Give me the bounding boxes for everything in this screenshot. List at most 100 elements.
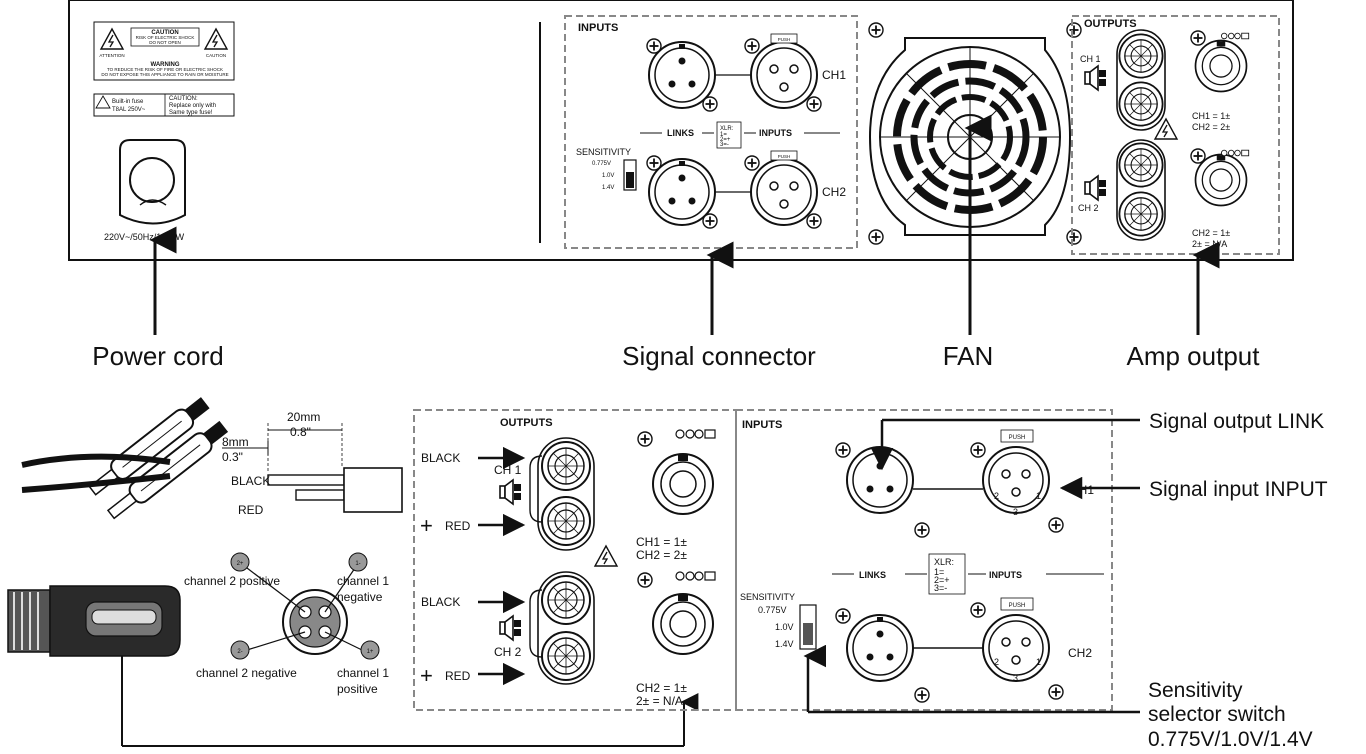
caution-title: CAUTION	[151, 30, 178, 36]
detail-plus-ch1: +	[420, 513, 433, 538]
sens-14: 1.4V	[602, 185, 614, 191]
safety-label: CAUTION RISK OF ELECTRIC SHOCK DO NOT OP…	[93, 21, 235, 81]
detail-xlr-pin3: 3=-	[934, 583, 947, 593]
detail-sens-14: 1.4V	[775, 639, 794, 649]
fuse-line2: T8AL 250V~	[112, 107, 146, 113]
fuse-label: Built-in fuse T8AL 250V~ CAUTION: Replac…	[93, 93, 235, 117]
push-label-ch2: PUSH	[778, 154, 791, 159]
detail-xlr-pin2: 2=+	[934, 575, 950, 585]
right-callouts: Signal output LINK Signal input INPUT Se…	[803, 410, 1328, 751]
dim-03in: 0.3"	[222, 450, 243, 464]
detail-speakon-ch1[interactable]	[652, 453, 714, 515]
detail-red-ch1: RED	[445, 519, 471, 533]
detail-red-ch2: RED	[445, 669, 471, 683]
detail-binding-post-ch2-black[interactable]	[541, 631, 591, 681]
detail-input-xlr-ch2[interactable]	[982, 614, 1050, 682]
detail-link-xlr-ch2[interactable]	[846, 614, 914, 682]
fuse-caution3: Same type fuse!	[169, 110, 213, 116]
sensitivity-label: SENSITIVITY	[576, 147, 631, 157]
callout-signal-input: Signal input INPUT	[1149, 478, 1328, 501]
detail-ch1-pins2: CH2 = 2±	[636, 548, 687, 562]
callout-sensitivity-line1: Sensitivity	[1148, 679, 1243, 702]
detail-pin2-ch2: 2	[994, 657, 999, 667]
rear-panel: CAUTION RISK OF ELECTRIC SHOCK DO NOT OP…	[68, 0, 1294, 261]
detail-sens-10: 1.0V	[775, 622, 794, 632]
detail-binding-post-ch1-black[interactable]	[541, 496, 591, 546]
detail-panel: OUTPUTS INPUTS BLACK CH 1 + RED BLACK CH…	[413, 409, 1113, 711]
dim-8mm: 8mm	[222, 435, 249, 449]
input-xlr-ch2[interactable]	[750, 158, 818, 226]
detail-black-ch2: BLACK	[421, 595, 460, 609]
input-xlr-ch1[interactable]	[750, 41, 818, 109]
channel1-negative-line2: negative	[337, 590, 383, 604]
callout-signal-output-link: Signal output LINK	[1149, 410, 1324, 433]
warning-title: WARNING	[151, 62, 180, 68]
out-ch1-label: CH 1	[1080, 54, 1101, 64]
binding-post-ch2-red[interactable]	[1118, 142, 1164, 188]
warning-line2: DO NOT EXPOSE THIS APPLIANCE TO RAIN OR …	[101, 72, 228, 77]
detail-binding-post-ch2-red[interactable]	[541, 575, 591, 625]
channel1-negative-line1: channel 1	[337, 574, 389, 588]
detail-link-xlr-ch1[interactable]	[846, 446, 914, 514]
red-wire-label: RED	[238, 503, 264, 517]
caution-right-text: CAUTION	[206, 53, 226, 58]
binding-post-ch1-black[interactable]	[1118, 81, 1164, 127]
sens-10: 1.0V	[602, 173, 614, 179]
speakon-plug	[7, 585, 699, 747]
detail-ch2-pins2: 2± = N/A	[636, 694, 683, 708]
out-ch2-pins2: 2± = N/A	[1192, 239, 1227, 249]
fuse-caution1: CAUTION:	[169, 96, 198, 102]
detail-plus-ch2: +	[420, 663, 433, 688]
out-ch1-pins2: CH2 = 2±	[1192, 122, 1230, 132]
detail-black-ch1: BLACK	[421, 451, 460, 465]
out-ch2-pins1: CH2 = 1±	[1192, 228, 1230, 238]
detail-links-label: LINKS	[859, 570, 886, 580]
out-ch2-label: CH 2	[1078, 203, 1099, 213]
detail-ch1-pins1: CH1 = 1±	[636, 535, 687, 549]
callout-sensitivity-line2: selector switch	[1148, 703, 1286, 726]
detail-input-ch1-label: CH1	[1070, 483, 1094, 497]
detail-ch1-label: CH 1	[494, 463, 522, 477]
channel2-positive: channel 2 positive	[184, 574, 280, 588]
attention-text: ATTENTION	[99, 53, 124, 58]
detail-pin1-ch2: 1	[1036, 657, 1041, 667]
xlr-title: XLR:	[720, 126, 734, 132]
ch1-label: CH1	[822, 68, 846, 82]
banana-plugs	[88, 397, 229, 520]
power-rating: 220V~/50Hz/1100W	[104, 232, 185, 242]
top-callouts: Power cord Signal connector FAN Amp outp…	[92, 114, 1260, 371]
push-label-ch1: PUSH	[778, 37, 791, 42]
detail-pin3: 3	[1013, 507, 1018, 517]
detail-push-ch1: PUSH	[1009, 435, 1026, 441]
detail-push-ch2: PUSH	[1009, 603, 1026, 609]
detail-ch2-pins1: CH2 = 1±	[636, 681, 687, 695]
callout-power-cord: Power cord	[92, 341, 224, 371]
callout-signal-connector: Signal connector	[622, 341, 816, 371]
sens-0775: 0.775V	[592, 161, 611, 167]
xlr-pin3: 3=-	[720, 142, 729, 148]
detail-input-ch2-label: CH2	[1068, 646, 1092, 660]
detail-sensitivity-label: SENSITIVITY	[740, 592, 795, 602]
outputs-section: OUTPUTS CH 1 CH 2 CH1 = 1± CH2 = 2± CH2 …	[1071, 15, 1280, 255]
binding-post-ch2-black[interactable]	[1118, 191, 1164, 237]
detail-ch2-label: CH 2	[494, 645, 522, 659]
pin-1p: 1+	[367, 649, 374, 655]
detail-sens-0775: 0.775V	[758, 605, 787, 615]
detail-input-xlr-ch1[interactable]	[982, 446, 1050, 514]
speakon-ch2[interactable]	[1194, 153, 1248, 207]
binding-post-ch1-red[interactable]	[1118, 33, 1164, 79]
cable-detail: BLACK RED 20mm 0.8" 8mm 0.3"	[21, 397, 403, 520]
power-inlet[interactable]	[119, 139, 186, 225]
outputs-title: OUTPUTS	[1084, 18, 1137, 30]
detail-binding-post-ch1-red[interactable]	[541, 441, 591, 491]
fuse-line1: Built-in fuse	[112, 99, 144, 105]
out-ch1-pins1: CH1 = 1±	[1192, 111, 1230, 121]
detail-speakon-ch2[interactable]	[652, 593, 714, 655]
dim-20mm: 20mm	[287, 410, 320, 424]
channel1-positive-line1: channel 1	[337, 666, 389, 680]
speakon-ch1[interactable]	[1194, 39, 1248, 93]
channel2-negative: channel 2 negative	[196, 666, 297, 680]
warning-line1: TO REDUCE THE RISK OF FIRE OR ELECTRIC S…	[107, 67, 223, 72]
caution-sub1: RISK OF ELECTRIC SHOCK	[136, 35, 195, 40]
